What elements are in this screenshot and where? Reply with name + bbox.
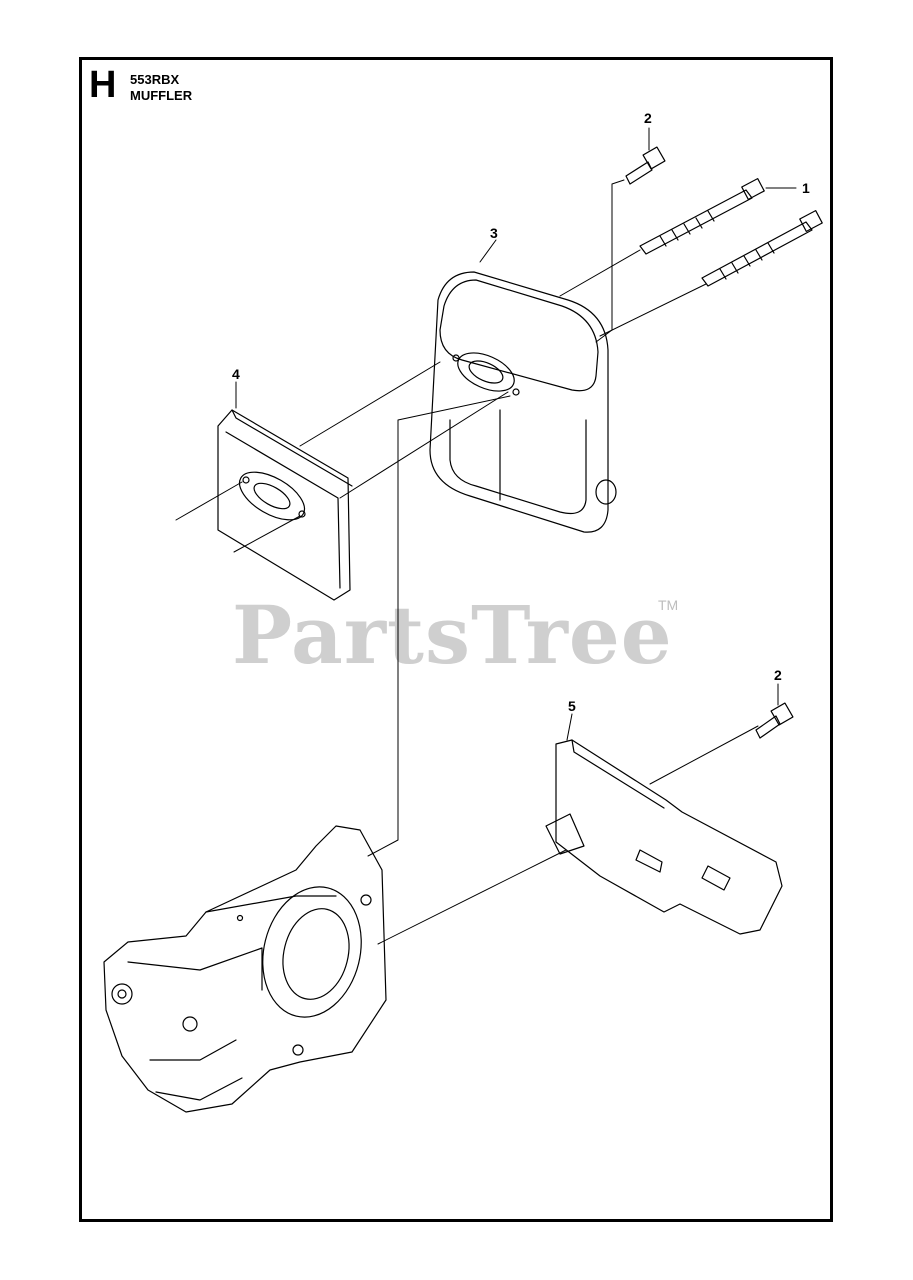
model-label: 553RBX [130,72,180,87]
section-letter: H [89,64,117,106]
muffler-gasket [217,409,353,601]
callout-4: 4 [232,366,240,382]
callout-3: 3 [490,225,498,241]
heat-shield [545,739,783,935]
bolt-1-lower [701,209,823,287]
callout-5: 5 [568,698,576,714]
watermark-trademark: TM [658,597,679,613]
diagram-title: MUFFLER [130,88,193,103]
muffler-body [429,271,617,533]
diagram-frame [79,57,833,1222]
bolt-1-upper [639,177,765,255]
callout-1: 1 [802,180,810,196]
screw-2-lower [755,702,794,739]
cylinder-crankcase [103,825,387,1113]
callout-2-top: 2 [644,110,652,126]
callout-2-bottom: 2 [774,667,782,683]
leader-lines [175,127,797,945]
screw-2-upper [625,146,666,185]
watermark-text: PartsTree [232,588,673,682]
